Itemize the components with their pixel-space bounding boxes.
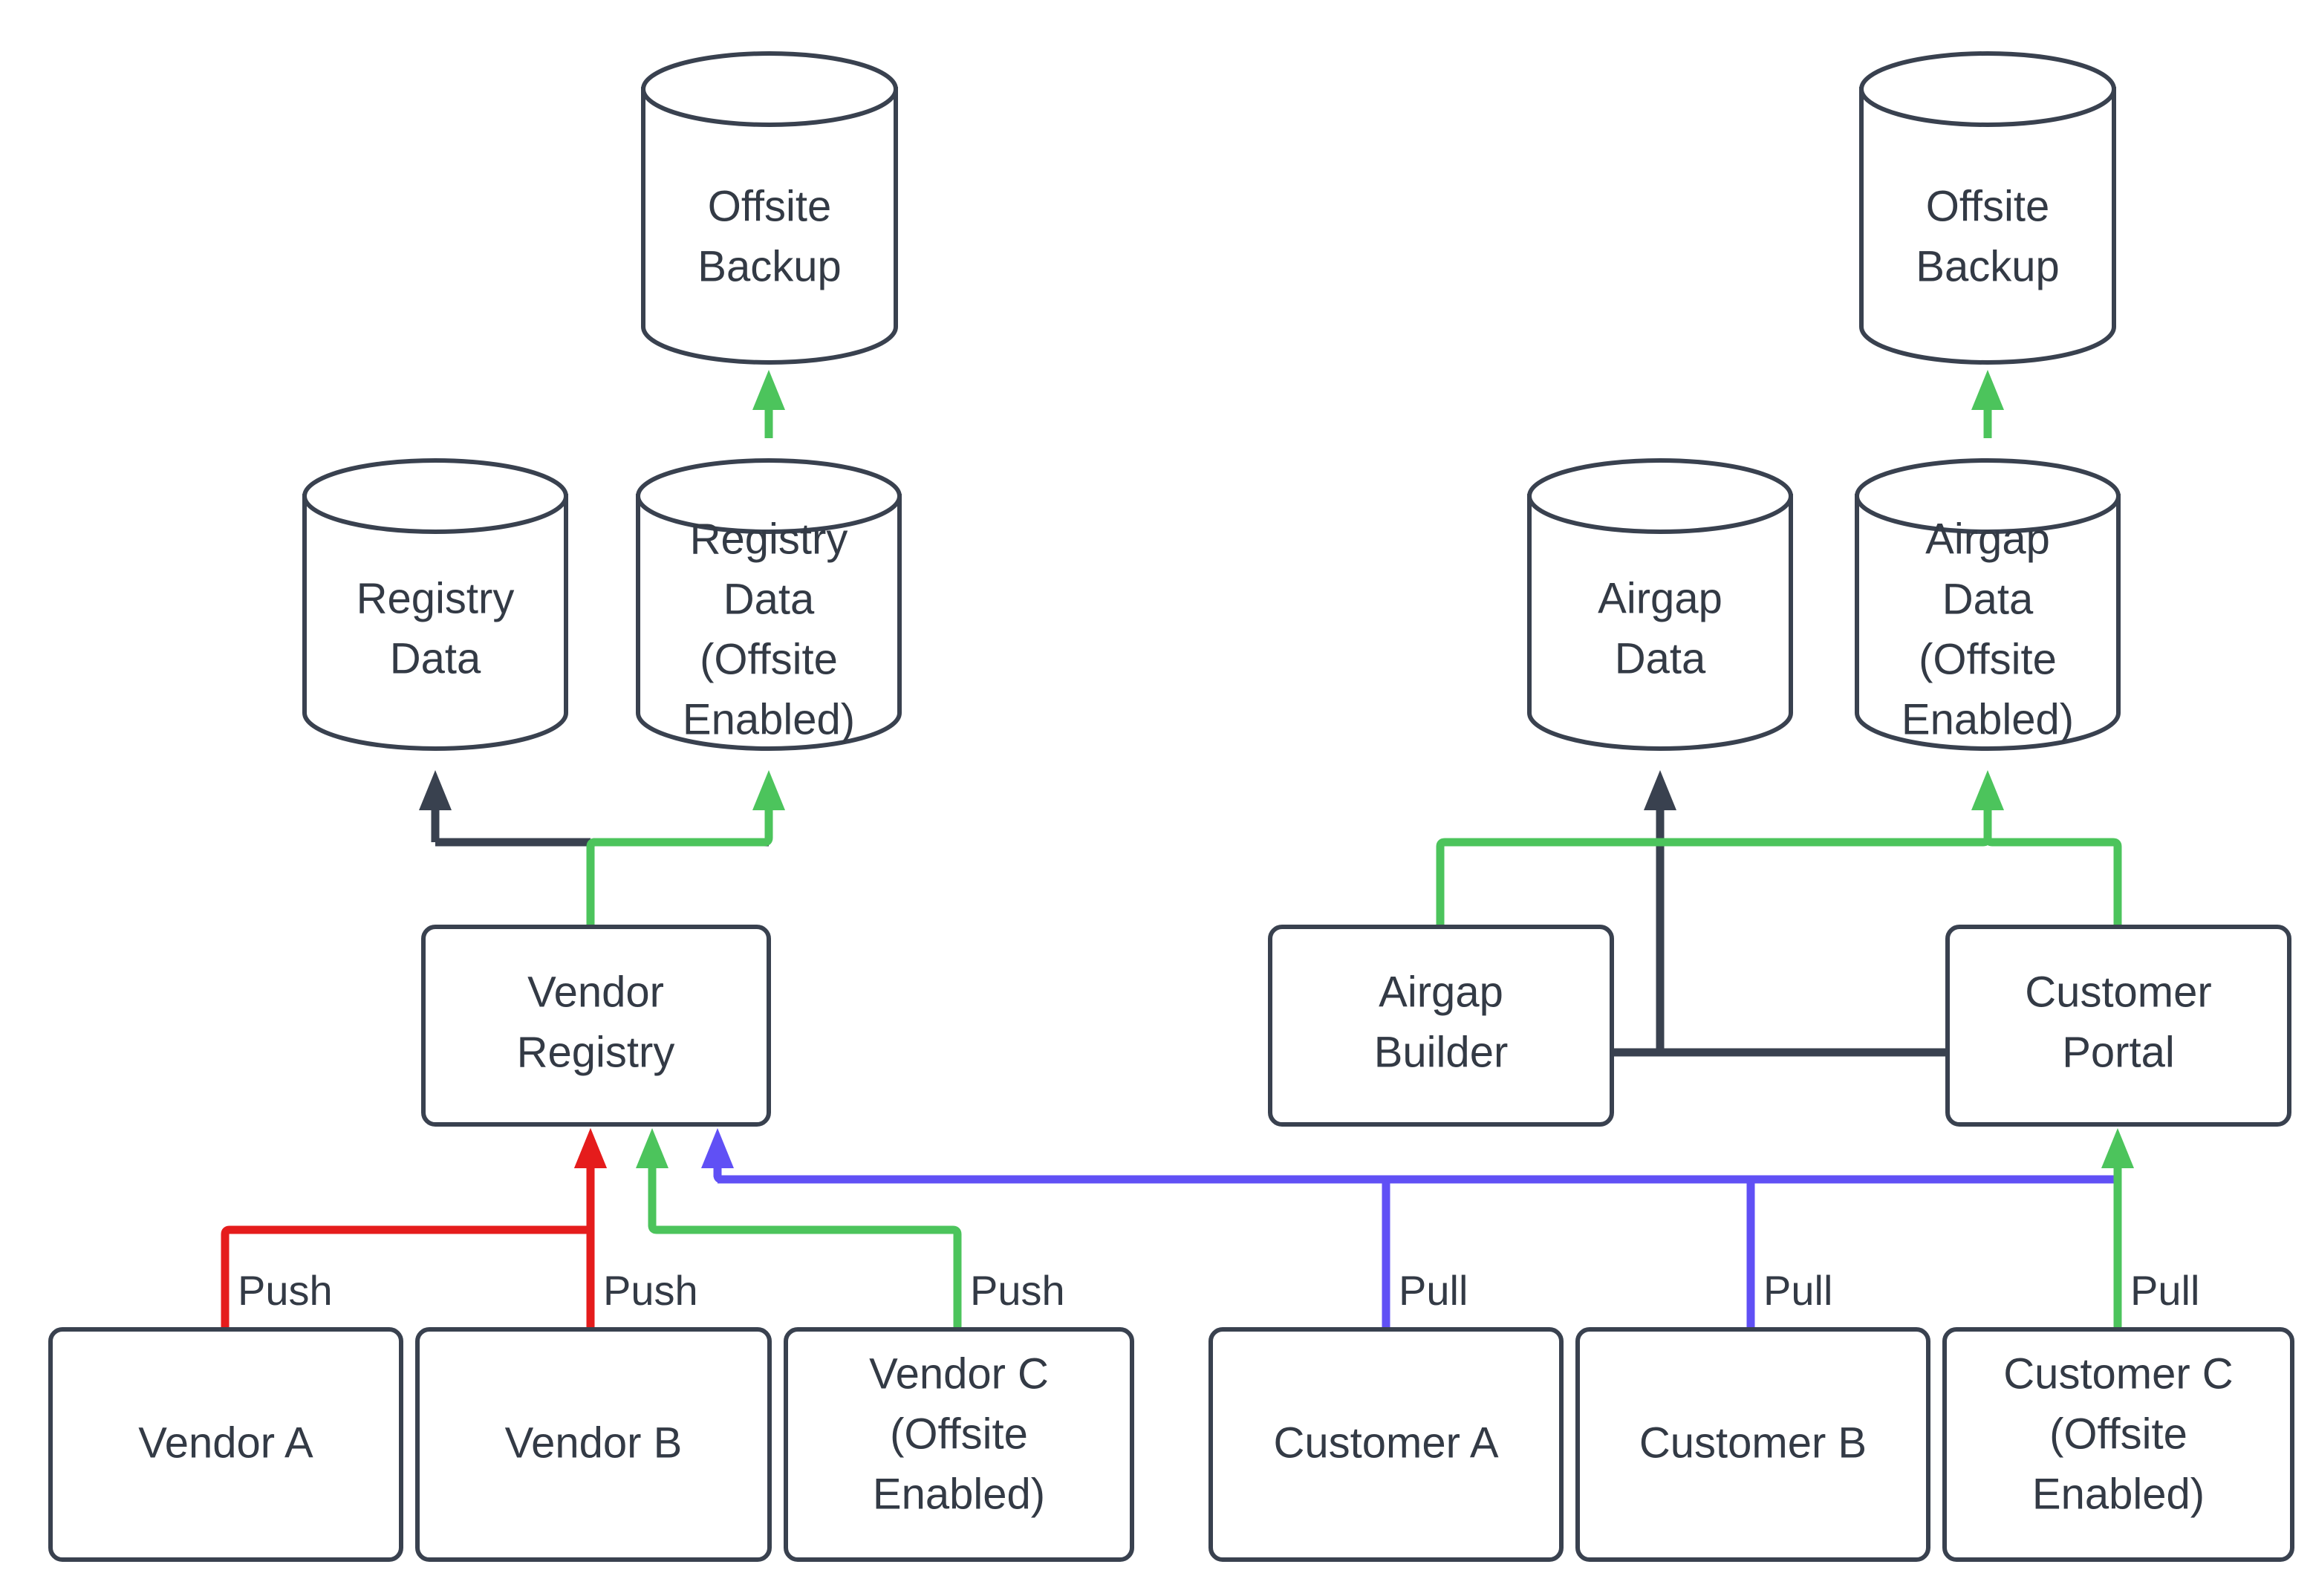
node-customer-portal[interactable]: Customer Portal (1945, 925, 2291, 1127)
node-label-vendor-c-line3: Enabled) (873, 1470, 1045, 1518)
edge-airgap-builder-to-airgap-data-offsite (1436, 770, 2004, 925)
node-label-airgap-builder-line2: Builder (1374, 1028, 1509, 1076)
edge-airgap-offsite-to-offsite-backup (1971, 370, 2004, 438)
node-airgap-data[interactable]: Airgap Data (1527, 458, 1793, 751)
node-label-vendor-registry-line2: Registry (517, 1028, 675, 1076)
node-label-airgap-data-offsite-line4: Enabled) (1902, 695, 2074, 743)
node-label-registry-data-offsite-line1: Registry (690, 515, 848, 563)
edge-vendor-c-to-vendor-registry: Push (636, 1128, 1065, 1328)
node-label-vendor-c-line1: Vendor C (869, 1349, 1049, 1398)
node-label-airgap-data-offsite-line2: Data (1942, 575, 2034, 623)
node-label-customer-c-line3: Enabled) (2032, 1470, 2205, 1518)
node-label-registry-data-line2: Data (390, 634, 481, 683)
node-label-registry-data-offsite-line4: Enabled) (683, 695, 855, 743)
edge-customer-c-to-customer-portal: Pull (2101, 1128, 2199, 1328)
node-label-offsite-backup-right-line1: Offsite (1926, 182, 2050, 230)
node-label-registry-data-offsite-line2: Data (723, 575, 815, 623)
node-label-customer-b: Customer B (1639, 1419, 1867, 1467)
node-label-vendor-registry-line1: Vendor (527, 968, 664, 1016)
edge-vendor-b-to-vendor-registry: Push (574, 1128, 698, 1328)
node-offsite-backup-right[interactable]: Offsite Backup (1859, 51, 2116, 365)
edge-label-vendor-b-push: Push (603, 1267, 698, 1314)
edge-vendor-registry-to-registry-data-offsite (586, 770, 785, 925)
node-registry-data[interactable]: Registry Data (302, 458, 568, 751)
node-label-offsite-backup-left-line2: Backup (697, 242, 841, 290)
node-customer-a[interactable]: Customer A (1208, 1327, 1564, 1562)
node-label-customer-portal-line1: Customer (2025, 968, 2211, 1016)
node-registry-data-offsite[interactable]: Registry Data (Offsite Enabled) (636, 458, 902, 751)
edge-label-vendor-a-push: Push (238, 1267, 333, 1314)
edge-label-vendor-c-push: Push (970, 1267, 1065, 1314)
edge-label-customer-a-pull: Pull (1399, 1267, 1468, 1314)
node-label-customer-a: Customer A (1274, 1419, 1499, 1467)
edge-customer-portal-to-airgap-data-offsite (1983, 809, 2122, 925)
node-airgap-builder[interactable]: Airgap Builder (1268, 925, 1614, 1127)
node-label-vendor-b: Vendor B (505, 1419, 683, 1467)
node-airgap-data-offsite[interactable]: Airgap Data (Offsite Enabled) (1855, 458, 2121, 751)
node-label-customer-c-line1: Customer C (2003, 1349, 2233, 1398)
node-label-registry-data-offsite-line3: (Offsite (700, 635, 838, 683)
node-label-airgap-data-offsite-line1: Airgap (1925, 515, 2050, 563)
node-label-airgap-data-offsite-line3: (Offsite (1919, 635, 2057, 683)
node-label-customer-portal-line2: Portal (2062, 1028, 2175, 1076)
node-label-customer-c-line2: (Offsite (2049, 1410, 2187, 1458)
node-label-airgap-data-line1: Airgap (1598, 574, 1722, 622)
edge-label-customer-c-pull: Pull (2130, 1267, 2199, 1314)
edge-label-customer-b-pull: Pull (1763, 1267, 1832, 1314)
node-label-offsite-backup-left-line1: Offsite (708, 182, 832, 230)
node-label-airgap-data-line2: Data (1615, 634, 1706, 683)
node-vendor-b[interactable]: Vendor B (415, 1327, 772, 1562)
node-label-vendor-a: Vendor A (138, 1419, 313, 1467)
node-label-vendor-c-line2: (Offsite (890, 1410, 1028, 1458)
node-customer-b[interactable]: Customer B (1575, 1327, 1930, 1562)
node-vendor-a[interactable]: Vendor A (48, 1327, 403, 1562)
edge-portal-builder-to-airgap-data (1610, 770, 1948, 1057)
node-vendor-c[interactable]: Vendor C (Offsite Enabled) (784, 1327, 1134, 1562)
edge-registry-offsite-to-offsite-backup (752, 370, 785, 438)
node-label-airgap-builder-line1: Airgap (1379, 968, 1503, 1016)
node-offsite-backup-left[interactable]: Offsite Backup (641, 51, 898, 365)
edge-vendor-a-to-vendor-registry: Push (221, 1128, 607, 1328)
node-label-registry-data-line1: Registry (357, 574, 515, 622)
node-vendor-registry[interactable]: Vendor Registry (421, 925, 771, 1127)
node-label-offsite-backup-right-line2: Backup (1916, 242, 2059, 290)
edge-customer-b-to-vendor-registry (713, 1167, 2118, 1328)
node-customer-c[interactable]: Customer C (Offsite Enabled) (1942, 1327, 2294, 1562)
